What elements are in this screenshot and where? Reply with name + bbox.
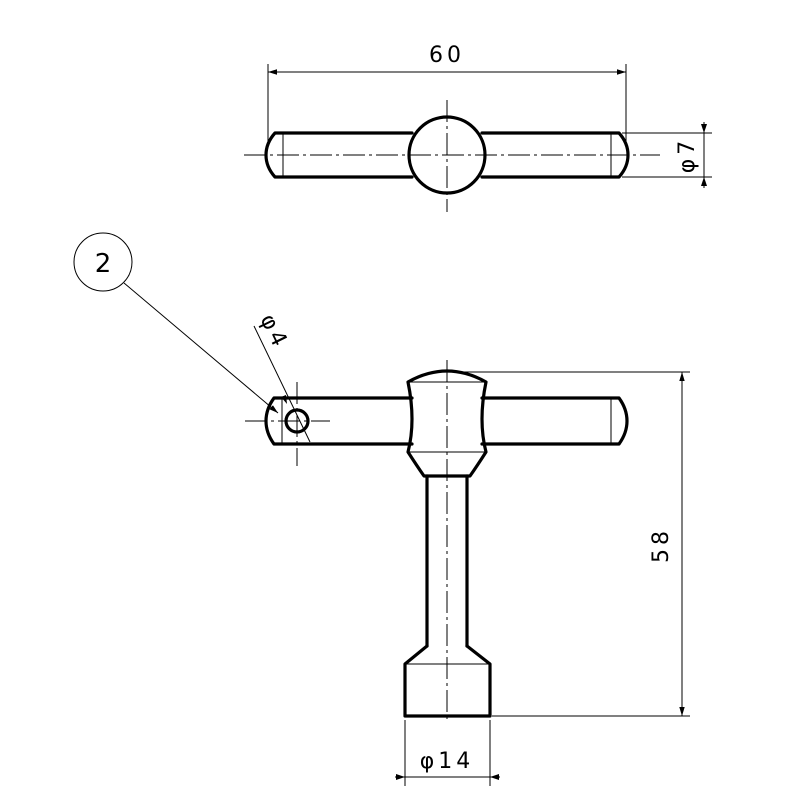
dimension-diameter-7: φ7 (622, 122, 712, 188)
leader-line-phi4 (253, 325, 311, 443)
front-view (245, 360, 629, 722)
arrowhead-phi14-left (396, 774, 405, 780)
dimension-socket-diameter-14: φ14 (395, 720, 500, 786)
dimension-label-phi14: φ14 (420, 749, 475, 774)
front-view-hub (406, 369, 488, 478)
balloon-label: 2 (95, 249, 112, 279)
top-view (244, 100, 660, 212)
dimension-label-58: 58 (649, 527, 674, 563)
arrowhead-phi14-right (490, 774, 499, 780)
dimension-height-58: 58 (460, 371, 690, 717)
dimension-label-60: 60 (429, 43, 465, 68)
arrowhead-phi7-top (701, 124, 707, 133)
balloon-leader-line (123, 282, 279, 414)
dimension-label-phi7: φ7 (675, 137, 700, 174)
arrowhead-phi4 (281, 395, 287, 404)
front-view-right-arm (480, 396, 629, 446)
arrowhead-phi7-bottom (701, 177, 707, 186)
dimension-label-phi4: φ4 (255, 310, 293, 354)
dimension-width-60: 60 (267, 43, 627, 142)
balloon-circle (73, 232, 133, 292)
part-balloon: 2 (73, 232, 279, 414)
